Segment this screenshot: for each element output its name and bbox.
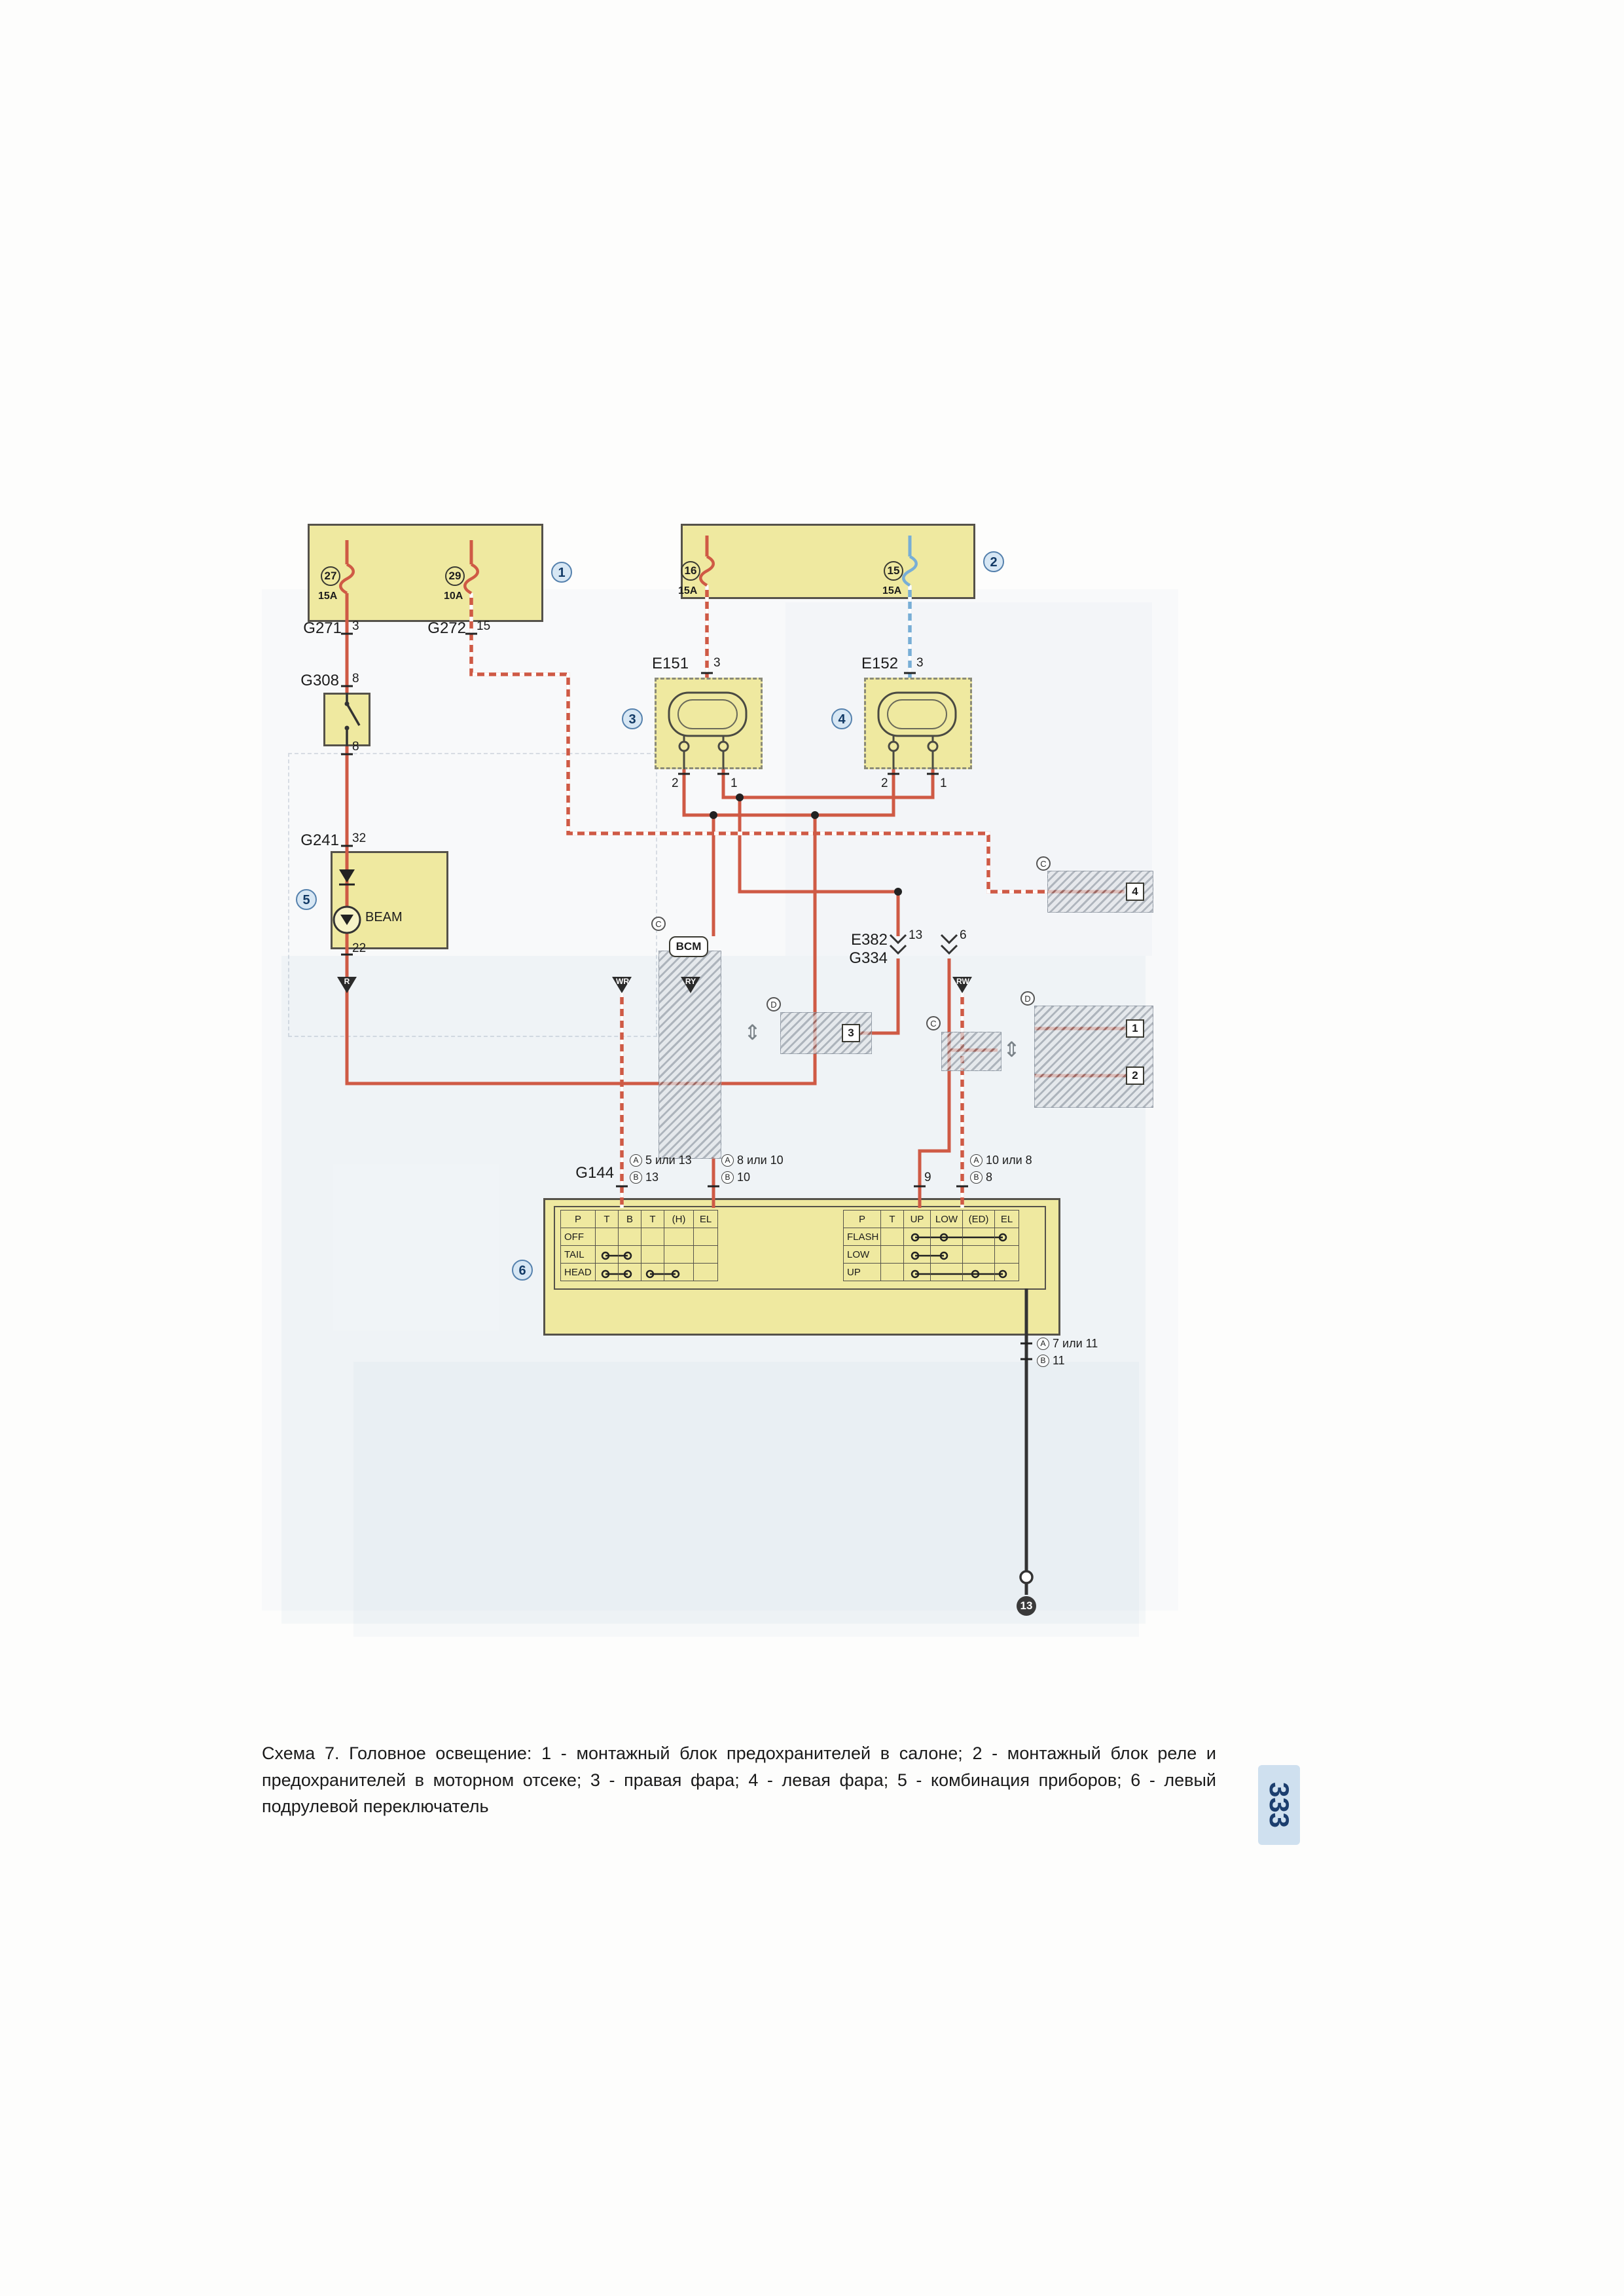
wire-marker-WR: WR bbox=[612, 977, 632, 993]
pin-g308-bottom: 8 bbox=[352, 740, 359, 754]
component-badge-1: 1 bbox=[551, 562, 572, 583]
offpage-box-c bbox=[941, 1032, 1001, 1071]
pin-g272: 15 bbox=[477, 619, 491, 633]
switch-g308-box bbox=[323, 693, 370, 746]
connector-chevrons bbox=[889, 934, 958, 955]
pin-e152-1: 1 bbox=[940, 776, 947, 790]
fuse-15-rating: 15A bbox=[882, 585, 902, 596]
column-switch-inner-frame bbox=[554, 1206, 1046, 1290]
fuse-16-rating: 15A bbox=[678, 585, 698, 596]
pin-g271: 3 bbox=[352, 619, 359, 633]
connector-label-e152: E152 bbox=[861, 655, 899, 672]
offpage-ref-4: 4 bbox=[1126, 883, 1144, 901]
pin-e151-2: 2 bbox=[672, 776, 679, 790]
junction-dots bbox=[710, 793, 902, 896]
ref-letter-c-bcm: C bbox=[651, 917, 666, 931]
bcm-module-label: BCM bbox=[669, 936, 708, 957]
pin-e152-2: 2 bbox=[881, 776, 888, 790]
wire-marker-RY: RY bbox=[681, 977, 700, 993]
pin-g308-top: 8 bbox=[352, 672, 359, 685]
pin-e382-13: 13 bbox=[909, 928, 923, 942]
switch-table-left: P T B T (H) EL OFF TAIL HEAD bbox=[560, 1210, 718, 1281]
pin-g334-6: 6 bbox=[960, 928, 967, 942]
fuse-29-rating: 10A bbox=[444, 591, 463, 602]
component-badge-4: 4 bbox=[831, 708, 852, 729]
component-badge-3: 3 bbox=[622, 708, 643, 729]
pin-g144-9: 9 bbox=[924, 1171, 931, 1184]
offpage-ref-3: 3 bbox=[842, 1024, 860, 1042]
connector-label-g144: G144 bbox=[575, 1164, 614, 1182]
page-number-tab: 333 bbox=[1258, 1765, 1300, 1845]
left-headlamp-box bbox=[864, 678, 972, 769]
fuse-15: 15 bbox=[884, 561, 903, 581]
fuse-27-rating: 15A bbox=[318, 591, 338, 602]
offpage-ref-1: 1 bbox=[1126, 1019, 1144, 1038]
switch-table-right: P T UP LOW (ED) EL FLASH LOW UP bbox=[843, 1210, 1019, 1281]
fuse-27: 27 bbox=[321, 566, 340, 586]
component-badge-2: 2 bbox=[983, 551, 1004, 572]
component-badge-6: 6 bbox=[512, 1260, 533, 1281]
pin-e151-1: 1 bbox=[731, 776, 738, 790]
red-wires bbox=[345, 540, 1126, 1208]
component-badge-5: 5 bbox=[296, 889, 317, 910]
red-white-striped-wires bbox=[469, 536, 1047, 1208]
engine-fusebox bbox=[681, 524, 975, 599]
pin-cluster-22: 22 bbox=[352, 941, 367, 955]
mating-arrow-icon: ⇕ bbox=[744, 1020, 761, 1045]
ground-point-badge: 13 bbox=[1017, 1596, 1036, 1616]
wire-marker-R: R bbox=[337, 977, 357, 993]
connector-label-g241: G241 bbox=[300, 831, 339, 849]
connector-label-g271: G271 bbox=[303, 619, 342, 637]
cabin-fusebox bbox=[308, 524, 543, 622]
pin-g241: 32 bbox=[352, 831, 367, 845]
connector-label-g272: G272 bbox=[427, 619, 466, 637]
instrument-cluster-box bbox=[331, 851, 448, 949]
ref-letter-c-box4: C bbox=[1036, 856, 1051, 871]
fuse-29: 29 bbox=[445, 566, 465, 586]
pin-e151-3: 3 bbox=[713, 656, 721, 670]
mating-arrow-icon: ⇕ bbox=[1003, 1037, 1020, 1062]
wire-marker-RW: RW bbox=[952, 977, 972, 993]
offpage-ref-2: 2 bbox=[1126, 1066, 1144, 1085]
ref-letter-c-mid: C bbox=[926, 1016, 941, 1030]
scan-wash bbox=[353, 1362, 1139, 1637]
right-headlamp-box bbox=[655, 678, 763, 769]
connector-label-e151: E151 bbox=[652, 655, 689, 672]
ref-letter-d-box3: D bbox=[767, 997, 781, 1011]
ground-connector-ring bbox=[1019, 1570, 1034, 1584]
figure-caption: Схема 7. Головное освещение: 1 - монтажн… bbox=[262, 1743, 1216, 1816]
pin-e152-3: 3 bbox=[916, 656, 924, 670]
connector-label-e382: E382 bbox=[850, 931, 888, 949]
beam-lamp-label: BEAM bbox=[365, 910, 403, 924]
connector-label-g308: G308 bbox=[300, 672, 339, 689]
page-number: 333 bbox=[1264, 1781, 1295, 1829]
ref-letter-d-box12: D bbox=[1020, 991, 1035, 1006]
connector-label-g334: G334 bbox=[849, 949, 888, 967]
fuse-16: 16 bbox=[681, 561, 700, 581]
